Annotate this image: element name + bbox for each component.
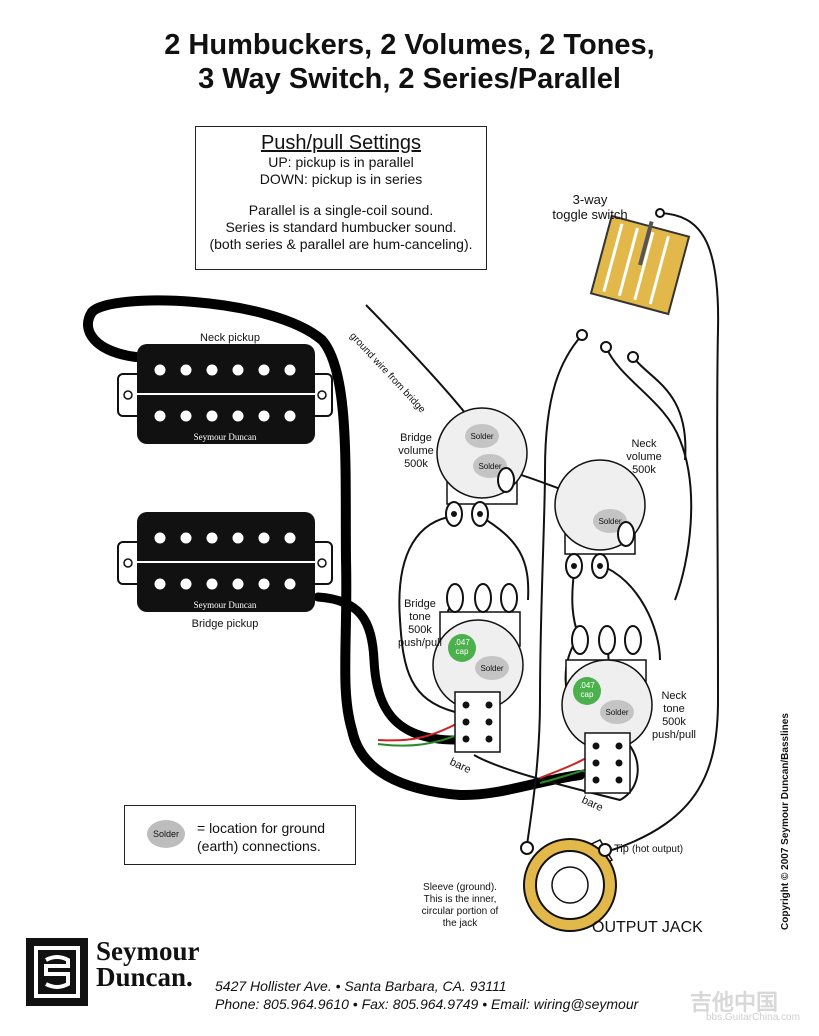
- brand-name: Seymour Duncan.: [96, 936, 200, 992]
- solder-legend-box: Solder = location for ground (earth) con…: [124, 805, 356, 865]
- tip-note: (hot output): [631, 844, 684, 855]
- neck-volume-line-1: Neck: [631, 438, 657, 450]
- neck-volume-line-2: volume: [626, 451, 662, 463]
- bridge-pickup-brand: Seymour Duncan: [193, 600, 257, 610]
- brand-line-1: Seymour: [96, 936, 200, 966]
- cap-value: .047: [579, 681, 595, 690]
- neck-tone-line-1: Neck: [661, 690, 687, 702]
- output-jack-label: OUTPUT JACK: [592, 919, 703, 936]
- solder-label: Solder: [478, 462, 502, 471]
- solder-label: Solder: [480, 664, 504, 673]
- bridge-tone-line-2: tone: [409, 611, 431, 623]
- neck-pickup-cable: [83, 295, 585, 801]
- neck-pickup: [117, 344, 333, 444]
- neck-tone-line-2: tone: [663, 703, 685, 715]
- solder-label: Solder: [598, 517, 622, 526]
- neck-volume-line-3: 500k: [632, 464, 656, 476]
- watermark-url: bbs.GuitarChina.com: [706, 1012, 800, 1023]
- bridge-tone-line-1: Bridge: [404, 598, 436, 610]
- toggle-label-line-2: toggle switch: [552, 207, 628, 222]
- output-jack: [520, 838, 617, 932]
- diagram-title: 2 Humbuckers, 2 Volumes, 2 Tones, 3 Way …: [0, 28, 819, 96]
- title-line-1: 2 Humbuckers, 2 Volumes, 2 Tones,: [164, 29, 655, 61]
- bridge-tone-pot: [432, 583, 524, 753]
- tip-label: Tip (hot output): [614, 843, 724, 856]
- sleeve-label: Sleeve (ground). This is the inner, circ…: [410, 882, 510, 930]
- neck-volume-label: Neck volume 500k: [616, 438, 672, 477]
- neck-cap-label: .047 cap: [575, 681, 599, 699]
- sleeve-line-4: the jack: [442, 918, 478, 929]
- neck-tone-line-3: 500k: [662, 716, 686, 728]
- footer-contact: 5427 Hollister Ave. • Santa Barbara, CA.…: [215, 977, 638, 1013]
- solder-blob-icon: Solder: [147, 820, 185, 848]
- bridge-volume-label: Bridge volume 500k: [388, 432, 444, 471]
- bridge-tone-label: Bridge tone 500k push/pull: [392, 598, 448, 650]
- seymour-duncan-logo-mark: [26, 938, 88, 1006]
- legend-line-1: = location for ground: [197, 820, 326, 836]
- sleeve-line-1: Sleeve (ground).: [423, 882, 497, 893]
- settings-heading: Push/pull Settings: [260, 132, 422, 154]
- footer-address: 5427 Hollister Ave. • Santa Barbara, CA.…: [215, 978, 507, 994]
- neck-tone-pot: [561, 625, 653, 794]
- cap-word: cap: [580, 690, 594, 699]
- neck-volume-pot: [554, 459, 646, 579]
- neck-pickup-brand: Seymour Duncan: [193, 432, 257, 442]
- watermark: 吉他中国: [690, 990, 779, 1015]
- bridge-cap-label: .047 cap: [450, 638, 474, 656]
- sleeve-line-3: circular portion of: [421, 906, 499, 917]
- cap-value: .047: [454, 638, 470, 647]
- footer-phone-fax-email: Phone: 805.964.9610 • Fax: 805.964.9749 …: [215, 996, 639, 1012]
- solder-label: Solder: [605, 708, 629, 717]
- neck-pickup-label: Neck pickup: [200, 332, 260, 344]
- settings-series: Series is standard humbucker sound.: [225, 219, 457, 235]
- neck-tone-line-4: push/pull: [651, 729, 697, 741]
- cap-word: cap: [455, 647, 469, 656]
- title-line-2: 3 Way Switch, 2 Series/Parallel: [198, 63, 621, 95]
- bridge-volume-line-3: 500k: [404, 458, 428, 470]
- toggle-switch-label: 3-way toggle switch: [540, 192, 640, 222]
- settings-up: UP: pickup is in parallel: [268, 154, 414, 170]
- legend-line-2: (earth) connections.: [197, 838, 321, 854]
- settings-down: DOWN: pickup is in series: [259, 171, 423, 187]
- neck-tone-label: Neck tone 500k push/pull: [644, 690, 704, 742]
- bridge-volume-line-2: volume: [398, 445, 434, 457]
- bridge-tone-line-4: push/pull: [397, 637, 443, 649]
- brand-line-2: Duncan.: [96, 962, 193, 992]
- copyright-notice: Copyright © 2007 Seymour Duncan/Bassline…: [780, 713, 791, 930]
- bridge-volume-pot: [436, 407, 528, 527]
- bridge-volume-line-1: Bridge: [400, 432, 432, 444]
- push-pull-settings-box: Push/pull Settings UP: pickup is in para…: [195, 126, 487, 270]
- toggle-label-line-1: 3-way: [572, 192, 608, 207]
- bridge-tone-line-3: 500k: [408, 624, 432, 636]
- settings-note: (both series & parallel are hum-cancelin…: [209, 236, 473, 252]
- sleeve-line-2: This is the inner,: [423, 894, 497, 905]
- bridge-pickup-cable: [313, 592, 460, 745]
- legend-text: = location for ground (earth) connection…: [197, 819, 325, 855]
- bridge-pickup: [117, 512, 333, 612]
- toggle-switch: [589, 214, 691, 316]
- solder-label: Solder: [470, 432, 494, 441]
- settings-parallel: Parallel is a single-coil sound.: [248, 202, 434, 218]
- tip-word: Tip: [614, 843, 629, 855]
- bridge-pickup-label: Bridge pickup: [191, 618, 259, 630]
